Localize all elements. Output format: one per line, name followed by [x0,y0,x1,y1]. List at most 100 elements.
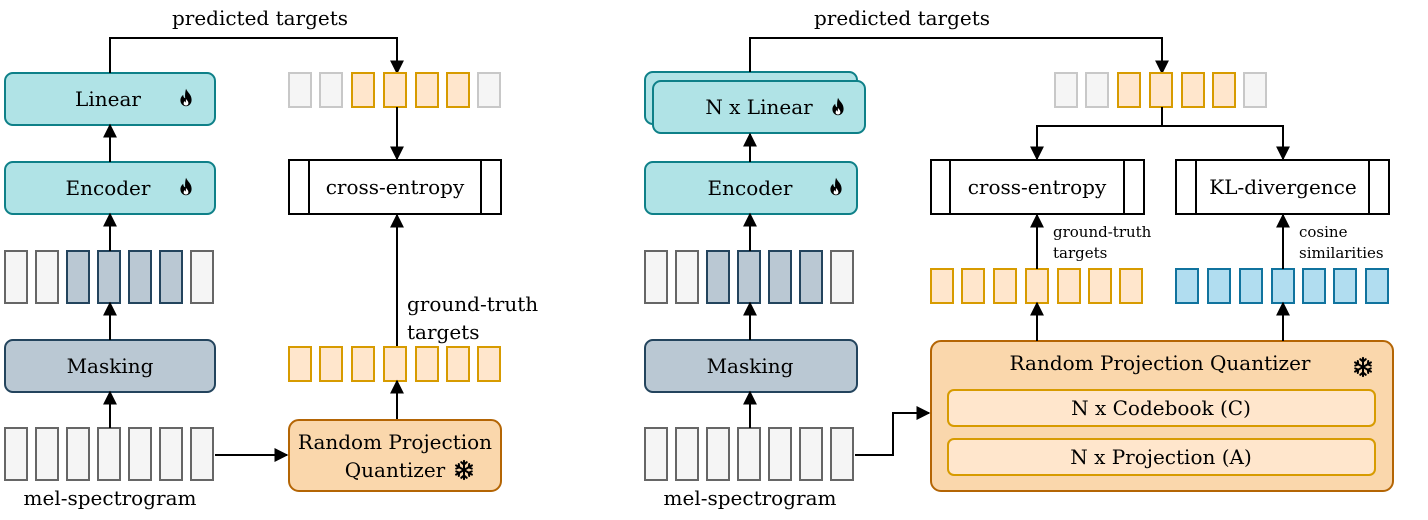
right-panel: mel-spectrogram Masking Encoder N x Line… [644,6,1394,510]
masked-token [768,250,792,304]
left-encoder-label: Encoder [66,176,151,200]
right-projection-box [947,438,1376,476]
left-mel-tokens [4,427,214,481]
right-arrow-to-kl [1162,125,1290,161]
gt-token [961,268,985,304]
mel-token [830,427,854,481]
cosine-token [1175,268,1199,304]
left-predicted-label: predicted targets [172,6,348,30]
right-rpq-label: Random Projection Quantizer [1010,351,1311,375]
left-rpq-label-2: Quantizer [345,458,446,482]
right-kl-label: KL-divergence [1209,175,1356,199]
gt-token [383,346,407,382]
mel-token [768,427,792,481]
left-masking-label: Masking [67,354,154,378]
unmasked-token [675,250,699,304]
target-token [477,72,501,108]
left-predicted-tokens [288,72,501,108]
right-kl-box [1175,159,1390,215]
left-ground-truth-label-2: targets [407,320,479,344]
left-panel: mel-spectrogram Masking Encoder Linear [4,6,538,510]
right-mel-tokens [644,427,854,481]
target-token [383,72,407,108]
target-token [446,72,470,108]
mel-token [675,427,699,481]
right-cosine-label-1: cosine [1299,223,1348,241]
masked-token [799,250,823,304]
left-predicted-path [109,37,404,75]
masked-token [706,250,730,304]
gt-token [446,346,470,382]
left-rpq-label-1: Random Projection [298,430,492,454]
gt-token [319,346,343,382]
right-predicted-tokens [1054,72,1267,108]
right-predicted-label: predicted targets [814,6,990,30]
gt-token [1088,268,1112,304]
right-arrow-to-cross-entropy [1030,125,1162,161]
gt-token [351,346,375,382]
mel-token [799,427,823,481]
target-token [1181,72,1205,108]
right-cosine-label-2: similarities [1299,244,1384,262]
gt-token [1025,268,1049,304]
masked-token [97,250,121,304]
unmasked-token [830,250,854,304]
cosine-token [1333,268,1357,304]
unmasked-token [35,250,59,304]
gt-token [415,346,439,382]
cosine-token [1239,268,1263,304]
right-masking-label: Masking [707,354,794,378]
right-linear-label: N x Linear [705,95,813,119]
right-linear-box [652,80,866,134]
right-ground-truth-tokens [930,268,1143,304]
unmasked-token [190,250,214,304]
right-mel-label: mel-spectrogram [664,486,837,510]
mel-token [706,427,730,481]
left-mel-label: mel-spectrogram [24,486,197,510]
right-codebook-box [947,389,1376,427]
gt-token [1119,268,1143,304]
right-cross-entropy-label: cross-entropy [968,175,1107,199]
target-token [351,72,375,108]
target-token [1149,72,1173,108]
mel-token [128,427,152,481]
mel-token [159,427,183,481]
masked-token [737,250,761,304]
cosine-token [1365,268,1389,304]
gt-token [1057,268,1081,304]
masked-token [66,250,90,304]
cosine-token [1207,268,1231,304]
mel-token [190,427,214,481]
unmasked-token [644,250,668,304]
left-ground-truth-tokens [288,346,501,382]
left-linear-label: Linear [75,87,141,111]
target-token [288,72,312,108]
mel-token [644,427,668,481]
target-token [1243,72,1267,108]
target-token [1117,72,1141,108]
mel-token [35,427,59,481]
gt-token [930,268,954,304]
mel-token [66,427,90,481]
right-projection-label: N x Projection (A) [1070,445,1252,469]
right-encoder-label: Encoder [708,176,793,200]
unmasked-token [4,250,28,304]
left-rpq-box [288,419,502,492]
right-ground-truth-label-2: targets [1053,244,1107,262]
right-masked-tokens [644,250,854,304]
target-token [319,72,343,108]
right-cosine-tokens [1175,268,1389,304]
left-masked-tokens [4,250,214,304]
gt-token [993,268,1017,304]
right-ground-truth-label-1: ground-truth [1053,223,1152,241]
cosine-token [1271,268,1295,304]
gt-token [477,346,501,382]
target-token [1085,72,1109,108]
right-cross-entropy-box [930,159,1145,215]
gt-token [288,346,312,382]
mel-token [4,427,28,481]
cosine-token [1302,268,1326,304]
target-token [1212,72,1236,108]
left-cross-entropy-label: cross-entropy [326,175,465,199]
